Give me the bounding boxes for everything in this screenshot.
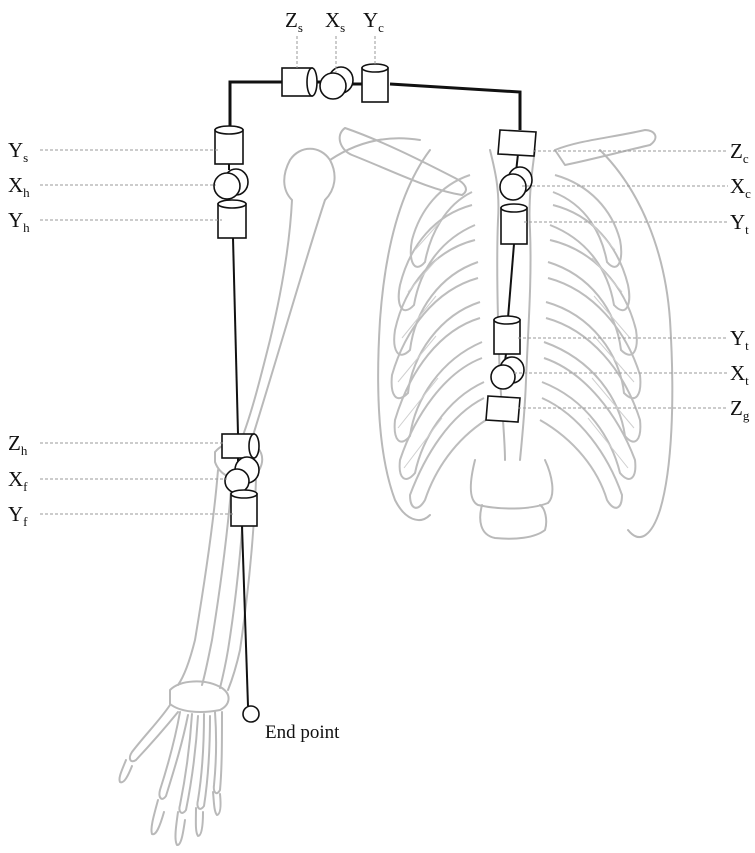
skeleton-illustration bbox=[119, 128, 672, 845]
top-labels: Zs Xs Yc bbox=[285, 8, 384, 35]
label-right-1: Xc bbox=[730, 174, 751, 201]
joint-xc-sphere bbox=[500, 167, 532, 200]
label-right-2: Yt bbox=[730, 210, 749, 237]
joint-zh-cylinder bbox=[222, 434, 259, 458]
label-left-3: Zh bbox=[8, 431, 28, 458]
joint-zs-cylinder bbox=[282, 68, 317, 96]
shoulder-link bbox=[230, 82, 282, 126]
joint-ys-cylinder bbox=[215, 126, 243, 164]
left-labels: Ys Xh Yh Zh Xf Yf bbox=[8, 138, 30, 529]
clavicle-link bbox=[390, 84, 520, 130]
joint-xh-sphere bbox=[214, 169, 248, 199]
joint-xf-sphere bbox=[225, 457, 259, 493]
label-left-1: Xh bbox=[8, 173, 30, 200]
label-top-2: Yc bbox=[363, 8, 384, 35]
end-point-marker bbox=[243, 706, 259, 722]
upper-arm-link bbox=[233, 238, 238, 434]
label-left-5: Yf bbox=[8, 502, 28, 529]
label-left-4: Xf bbox=[8, 467, 28, 494]
hand-bones bbox=[119, 681, 228, 845]
label-right-4: Xt bbox=[730, 361, 749, 388]
joint-zg-box bbox=[486, 396, 520, 422]
joint-yt-upper-cylinder bbox=[501, 204, 527, 244]
thorax-link-mid bbox=[508, 244, 514, 318]
label-left-0: Ys bbox=[8, 138, 28, 165]
label-right-5: Zg bbox=[730, 396, 750, 423]
joint-yh-cylinder bbox=[218, 200, 246, 238]
end-point-label: End point bbox=[265, 722, 340, 743]
label-top-1: Xs bbox=[325, 8, 345, 35]
joint-yt-lower-cylinder bbox=[494, 316, 520, 354]
label-left-2: Yh bbox=[8, 208, 30, 235]
forearm-link bbox=[242, 526, 248, 706]
label-right-0: Zc bbox=[730, 139, 749, 166]
joint-yf-cylinder bbox=[231, 490, 257, 526]
joint-zc-box bbox=[498, 130, 536, 156]
label-right-3: Yt bbox=[730, 326, 749, 353]
joint-yc-cylinder bbox=[362, 64, 388, 102]
kinematic-chain bbox=[214, 64, 536, 722]
label-top-0: Zs bbox=[285, 8, 303, 35]
right-labels: Zc Xc Yt Yt Xt Zg bbox=[730, 139, 751, 423]
